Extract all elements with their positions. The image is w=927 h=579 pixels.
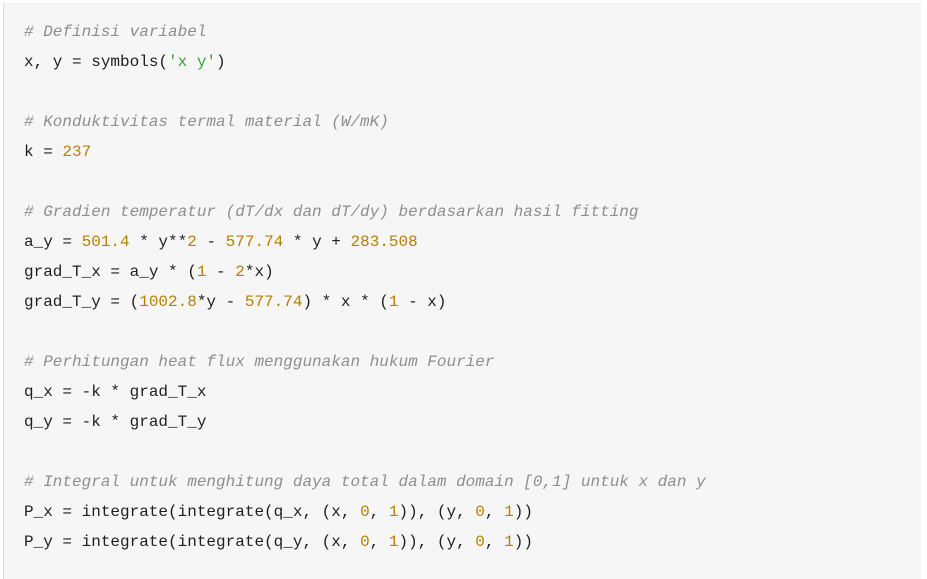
code-token-plain: P_x = integrate(integrate(q_x, (x, — [24, 503, 361, 521]
code-token-plain: grad_T_x = a_y * ( — [24, 263, 197, 281]
code-line — [24, 437, 921, 467]
code-token-number: 237 — [62, 143, 92, 161]
code-token-number: 0 — [475, 533, 485, 551]
code-token-plain: - — [196, 233, 226, 251]
code-line: grad_T_y = (1002.8*y - 577.74) * x * (1 … — [24, 287, 921, 317]
code-token-plain: *y - — [196, 293, 245, 311]
code-token-plain: ) — [216, 53, 226, 71]
code-token-plain: , — [484, 503, 505, 521]
code-token-comment: # Integral untuk menghitung daya total d… — [24, 473, 706, 491]
code-comment-line: # Konduktivitas termal material (W/mK) — [24, 107, 921, 137]
code-token-plain: q_x = -k * grad_T_x — [24, 383, 207, 401]
code-comment-line: # Gradien temperatur (dT/dx dan dT/dy) b… — [24, 197, 921, 227]
code-token-plain: * y** — [129, 233, 188, 251]
code-token-plain: )), (y, — [398, 533, 476, 551]
code-line — [24, 167, 921, 197]
code-token-plain: grad_T_y = ( — [24, 293, 140, 311]
code-token-plain: , — [369, 533, 389, 551]
code-token-comment: # Perhitungan heat flux menggunakan huku… — [24, 353, 495, 371]
code-token-plain: , — [484, 533, 505, 551]
code-token-number: 283.508 — [350, 233, 418, 251]
code-token-plain: - — [206, 263, 236, 281]
code-token-plain: )), (y, — [398, 503, 476, 521]
code-token-plain: x, y = symbols( — [24, 53, 169, 71]
code-token-comment: # Definisi variabel — [24, 23, 207, 41]
code-line: P_y = integrate(integrate(q_y, (x, 0, 1)… — [24, 527, 921, 557]
code-token-plain: * y + — [283, 233, 351, 251]
code-token-plain: a_y = — [24, 233, 82, 251]
code-line — [24, 317, 921, 347]
code-comment-line: # Perhitungan heat flux menggunakan huku… — [24, 347, 921, 377]
code-token-string: 'x y' — [168, 53, 217, 71]
code-line — [24, 77, 921, 107]
code-token-number: 1 — [388, 293, 399, 311]
code-token-number: 577.74 — [244, 293, 303, 311]
code-token-number: 0 — [360, 533, 370, 551]
code-token-comment: # Gradien temperatur (dT/dx dan dT/dy) b… — [24, 203, 639, 221]
code-line: P_x = integrate(integrate(q_x, (x, 0, 1)… — [24, 497, 921, 527]
code-line: q_y = -k * grad_T_y — [24, 407, 921, 437]
code-token-number: 2 — [235, 263, 245, 281]
code-token-plain: - x) — [398, 293, 447, 311]
code-token-number: 1 — [196, 263, 207, 281]
code-token-plain: k = — [24, 143, 63, 161]
code-comment-line: # Definisi variabel — [24, 17, 921, 47]
code-token-number: 1 — [504, 503, 514, 521]
code-token-number: 1 — [504, 533, 514, 551]
code-token-number: 501.4 — [81, 233, 130, 251]
code-line: x, y = symbols('x y') — [24, 47, 921, 77]
code-token-comment: # Konduktivitas termal material (W/mK) — [24, 113, 389, 131]
code-line: grad_T_x = a_y * (1 - 2*x) — [24, 257, 921, 287]
code-token-number: 1 — [388, 533, 399, 551]
code-token-plain: *x) — [244, 263, 274, 281]
code-token-number: 2 — [187, 233, 197, 251]
code-token-plain: q_y = -k * grad_T_y — [24, 413, 207, 431]
code-token-plain: )) — [513, 533, 533, 551]
code-token-plain: , — [369, 503, 389, 521]
code-token-number: 0 — [360, 503, 370, 521]
code-token-plain: P_y = integrate(integrate(q_y, (x, — [24, 533, 361, 551]
code-line: k = 237 — [24, 137, 921, 167]
code-token-plain: )) — [513, 503, 533, 521]
code-token-number: 577.74 — [225, 233, 284, 251]
code-line: q_x = -k * grad_T_x — [24, 377, 921, 407]
code-token-number: 1 — [388, 503, 399, 521]
code-line: a_y = 501.4 * y**2 - 577.74 * y + 283.50… — [24, 227, 921, 257]
code-token-number: 0 — [475, 503, 485, 521]
code-block: # Definisi variabel x, y = symbols('x y')… — [3, 3, 921, 579]
code-token-number: 1002.8 — [139, 293, 197, 311]
code-token-plain: ) * x * ( — [302, 293, 389, 311]
code-comment-line: # Integral untuk menghitung daya total d… — [24, 467, 921, 497]
